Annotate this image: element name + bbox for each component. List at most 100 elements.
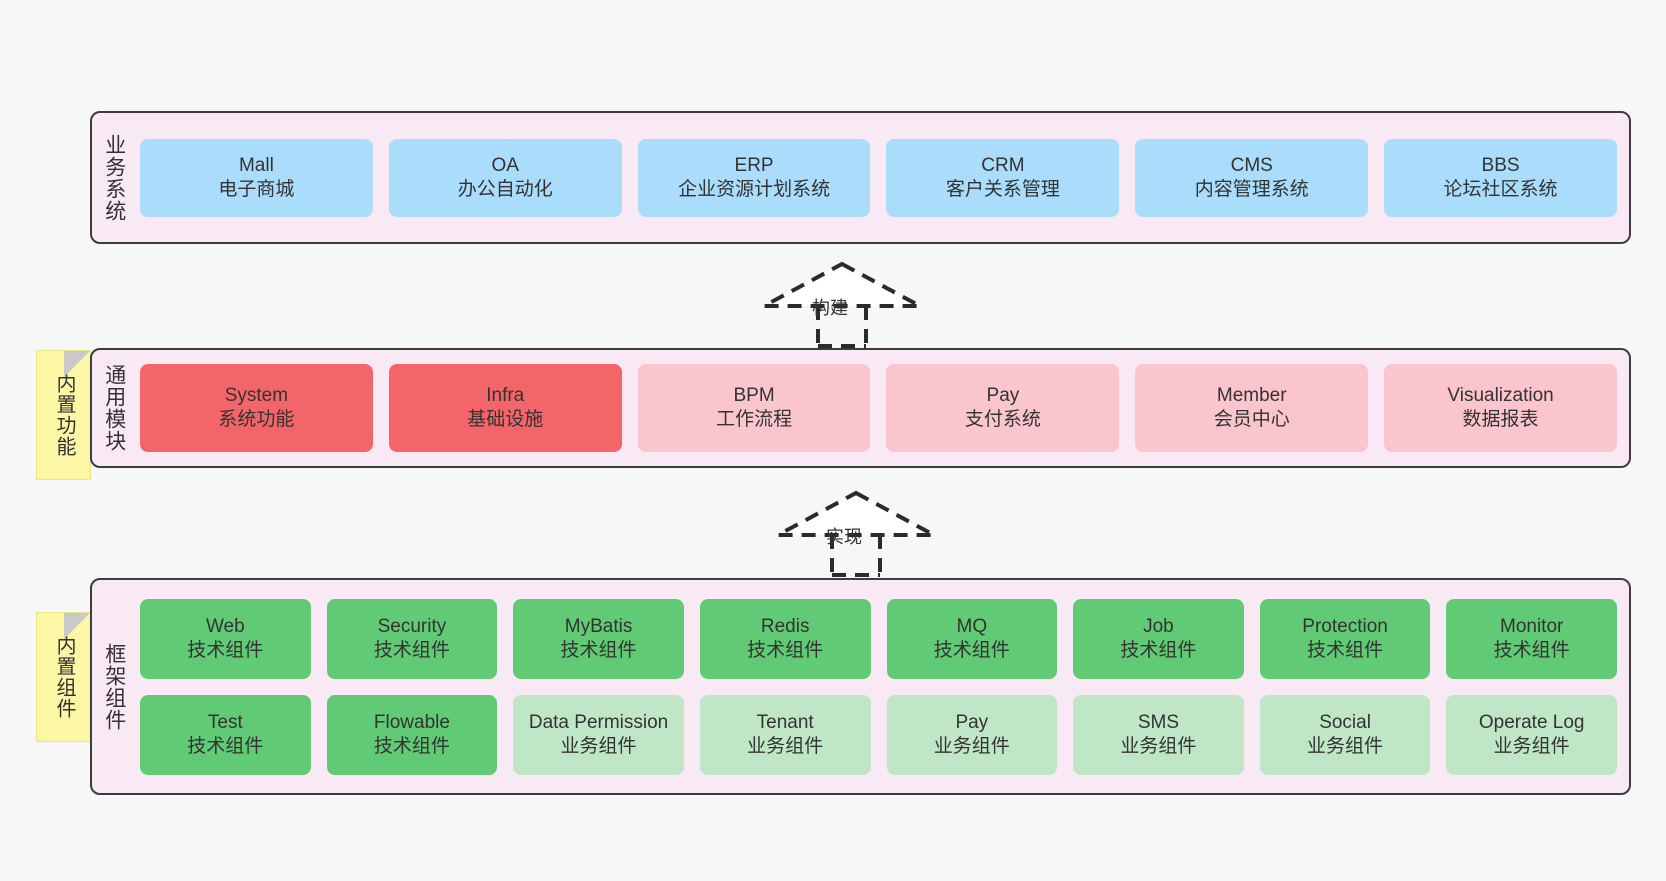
card-mall-en: Mall bbox=[238, 154, 274, 176]
card-social-en: Social bbox=[1319, 711, 1371, 733]
card-bpm-en: BPM bbox=[733, 385, 775, 407]
card-cms-en: CMS bbox=[1230, 154, 1273, 176]
card-test-cn: 技术组件 bbox=[187, 735, 264, 757]
card-member[interactable]: Member 会员中心 bbox=[1135, 364, 1369, 452]
layer-common-module-body: System 系统功能 Infra 基础设施 BPM 工作流程 Pay 支付系统… bbox=[136, 350, 1629, 466]
card-cms[interactable]: CMS 内容管理系统 bbox=[1135, 138, 1369, 217]
card-sms-en: SMS bbox=[1137, 711, 1180, 733]
layer-common-module: 通用模块 System 系统功能 Infra 基础设施 BPM 工作流程 Pay bbox=[90, 348, 1631, 468]
card-flowable[interactable]: Flowable 技术组件 bbox=[326, 694, 498, 775]
card-protection-cn: 技术组件 bbox=[1307, 639, 1384, 661]
card-monitor-cn: 技术组件 bbox=[1493, 639, 1570, 661]
card-cms-cn: 内容管理系统 bbox=[1194, 178, 1309, 200]
layer-common-module-row: System 系统功能 Infra 基础设施 BPM 工作流程 Pay 支付系统… bbox=[140, 364, 1617, 452]
card-social-cn: 业务组件 bbox=[1307, 735, 1384, 757]
card-oa-cn: 办公自动化 bbox=[457, 178, 553, 200]
card-flowable-cn: 技术组件 bbox=[373, 735, 450, 757]
card-security[interactable]: Security 技术组件 bbox=[326, 598, 498, 679]
connector-build-arrow-icon bbox=[763, 261, 921, 348]
card-member-en: Member bbox=[1216, 385, 1287, 407]
card-operate-log[interactable]: Operate Log 业务组件 bbox=[1446, 694, 1617, 775]
card-job[interactable]: Job 技术组件 bbox=[1073, 598, 1244, 679]
card-system-en: System bbox=[224, 385, 289, 407]
card-infra-en: Infra bbox=[486, 385, 525, 407]
card-sms-cn: 业务组件 bbox=[1120, 735, 1197, 757]
card-erp[interactable]: ERP 企业资源计划系统 bbox=[637, 138, 871, 217]
card-test-en: Test bbox=[207, 711, 243, 733]
card-crm-cn: 客户关系管理 bbox=[945, 178, 1060, 200]
connector-implement: 实现 bbox=[766, 487, 946, 577]
card-sms[interactable]: SMS 业务组件 bbox=[1073, 694, 1244, 775]
card-bpm[interactable]: BPM 工作流程 bbox=[637, 364, 871, 452]
card-system-cn: 系统功能 bbox=[218, 409, 295, 430]
card-bbs-en: BBS bbox=[1481, 154, 1520, 176]
card-social[interactable]: Social 业务组件 bbox=[1259, 694, 1431, 775]
card-tenant[interactable]: Tenant 业务组件 bbox=[699, 694, 871, 775]
card-mq-cn: 技术组件 bbox=[933, 639, 1010, 661]
card-tenant-en: Tenant bbox=[756, 711, 814, 733]
card-redis[interactable]: Redis 技术组件 bbox=[699, 598, 871, 679]
card-web-cn: 技术组件 bbox=[187, 639, 264, 661]
card-erp-en: ERP bbox=[734, 154, 774, 176]
card-pay-component-cn: 业务组件 bbox=[933, 735, 1010, 757]
card-flowable-en: Flowable bbox=[373, 711, 450, 733]
connector-build-label: 构建 bbox=[812, 298, 848, 318]
card-security-cn: 技术组件 bbox=[373, 639, 450, 661]
card-crm[interactable]: CRM 客户关系管理 bbox=[886, 138, 1120, 217]
card-protection-en: Protection bbox=[1302, 615, 1388, 637]
card-mybatis-en: MyBatis bbox=[564, 615, 633, 637]
card-pay-component[interactable]: Pay 业务组件 bbox=[886, 694, 1058, 775]
layer-framework-component-row-1: Web 技术组件 Security 技术组件 MyBatis 技术组件 Redi… bbox=[140, 598, 1617, 679]
layer-business-system: 业务系统 Mall 电子商城 OA 办公自动化 ERP 企业资源计划系统 CRM bbox=[90, 111, 1631, 244]
layer-framework-component-title: 框架组件 bbox=[102, 642, 126, 731]
note-builtin-component: 内置组件 bbox=[36, 612, 91, 742]
card-visualization-en: Visualization bbox=[1447, 385, 1554, 407]
card-web[interactable]: Web 技术组件 bbox=[140, 598, 311, 679]
card-mybatis-cn: 技术组件 bbox=[560, 639, 637, 661]
connector-build: 构建 bbox=[752, 258, 932, 348]
card-member-cn: 会员中心 bbox=[1213, 409, 1290, 430]
card-operate-log-cn: 业务组件 bbox=[1493, 735, 1570, 757]
card-job-cn: 技术组件 bbox=[1120, 639, 1197, 661]
layer-framework-component-body: Web 技术组件 Security 技术组件 MyBatis 技术组件 Redi… bbox=[136, 580, 1629, 793]
card-data-permission[interactable]: Data Permission 业务组件 bbox=[513, 694, 684, 775]
card-test[interactable]: Test 技术组件 bbox=[140, 694, 311, 775]
card-redis-en: Redis bbox=[760, 615, 810, 637]
card-data-permission-cn: 业务组件 bbox=[560, 735, 637, 757]
card-mybatis[interactable]: MyBatis 技术组件 bbox=[513, 598, 684, 679]
card-pay-module-cn: 支付系统 bbox=[964, 409, 1041, 430]
card-security-en: Security bbox=[377, 615, 447, 637]
card-erp-cn: 企业资源计划系统 bbox=[678, 178, 831, 200]
card-system[interactable]: System 系统功能 bbox=[140, 364, 373, 452]
layer-common-module-title: 通用模块 bbox=[102, 364, 126, 452]
card-mq-en: MQ bbox=[956, 615, 988, 637]
layer-framework-component: 框架组件 Web 技术组件 Security 技术组件 MyBatis 技术组件… bbox=[90, 578, 1631, 795]
card-monitor[interactable]: Monitor 技术组件 bbox=[1446, 598, 1617, 679]
card-protection[interactable]: Protection 技术组件 bbox=[1259, 598, 1431, 679]
card-mall[interactable]: Mall 电子商城 bbox=[140, 138, 373, 217]
card-job-en: Job bbox=[1143, 615, 1174, 637]
card-infra-cn: 基础设施 bbox=[467, 409, 544, 430]
note-builtin-function-label: 内置功能 bbox=[53, 373, 75, 457]
card-monitor-en: Monitor bbox=[1500, 615, 1564, 637]
card-mall-cn: 电子商城 bbox=[218, 178, 295, 200]
card-bbs[interactable]: BBS 论坛社区系统 bbox=[1384, 138, 1617, 217]
card-infra[interactable]: Infra 基础设施 bbox=[388, 364, 622, 452]
card-operate-log-en: Operate Log bbox=[1478, 711, 1585, 733]
layer-framework-component-row-2: Test 技术组件 Flowable 技术组件 Data Permission … bbox=[140, 694, 1617, 775]
card-pay-module-en: Pay bbox=[986, 385, 1020, 407]
layer-business-system-row: Mall 电子商城 OA 办公自动化 ERP 企业资源计划系统 CRM 客户关系… bbox=[140, 138, 1617, 217]
card-visualization[interactable]: Visualization 数据报表 bbox=[1384, 364, 1617, 452]
card-tenant-cn: 业务组件 bbox=[747, 735, 824, 757]
card-mq[interactable]: MQ 技术组件 bbox=[886, 598, 1058, 679]
card-pay-component-en: Pay bbox=[955, 711, 989, 733]
card-oa-en: OA bbox=[491, 154, 519, 176]
card-visualization-cn: 数据报表 bbox=[1462, 409, 1539, 430]
card-data-permission-en: Data Permission bbox=[528, 711, 669, 733]
card-bbs-cn: 论坛社区系统 bbox=[1443, 178, 1558, 200]
card-web-en: Web bbox=[205, 615, 245, 637]
card-pay-module[interactable]: Pay 支付系统 bbox=[886, 364, 1120, 452]
note-builtin-component-label: 内置组件 bbox=[53, 635, 75, 719]
card-oa[interactable]: OA 办公自动化 bbox=[388, 138, 622, 217]
